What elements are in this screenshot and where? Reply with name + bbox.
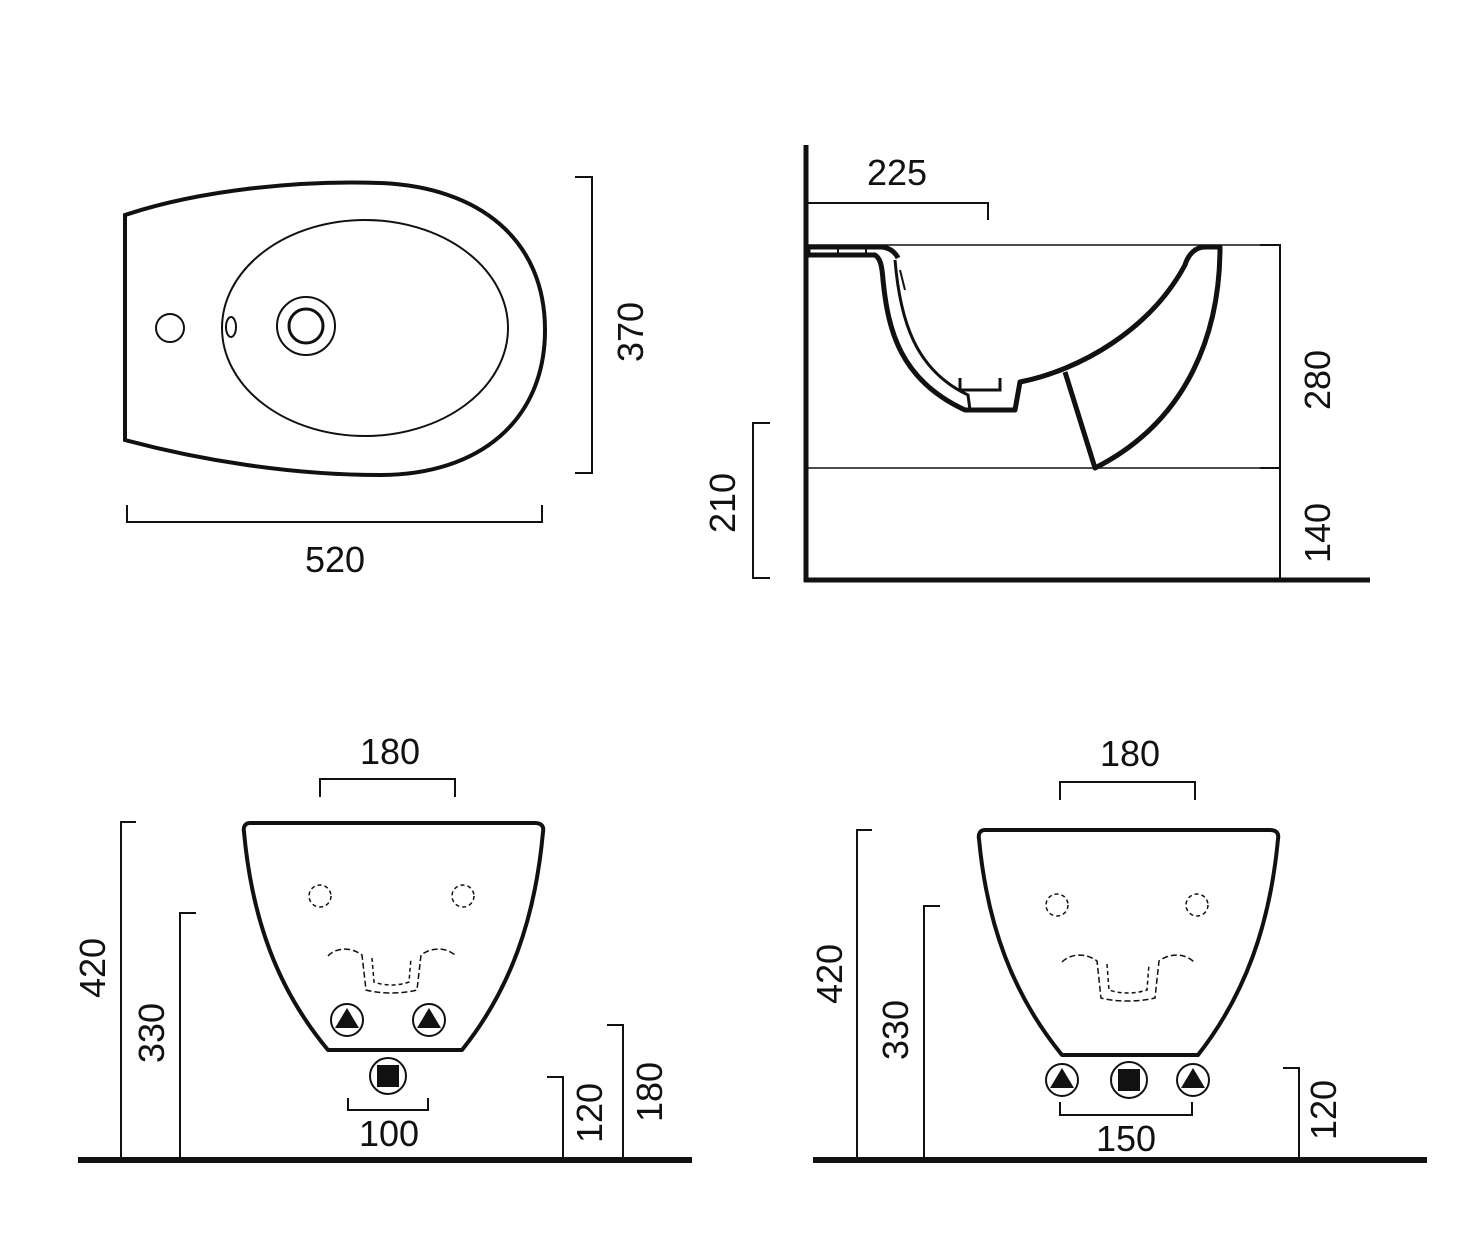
dim-line-120-b — [1283, 1067, 1300, 1158]
dim-label-180-top-b: 180 — [1100, 733, 1160, 774]
square-icon-a — [377, 1065, 399, 1087]
fixing-hole-right-b — [1185, 893, 1209, 917]
drain-inner — [287, 307, 325, 345]
front-view-b: 180 150 420 330 120 — [809, 733, 1427, 1163]
side-view-overflow-channel — [899, 269, 906, 291]
side-view-wall-spigot — [837, 245, 867, 255]
dim-label-100: 100 — [359, 1113, 419, 1154]
hidden-drain-outline-b — [1061, 954, 1195, 1002]
dim-line-120-a — [547, 1076, 564, 1158]
inlet-right-b — [1176, 1063, 1210, 1097]
dim-label-420-a: 420 — [72, 938, 113, 998]
dim-line-225 — [808, 202, 989, 220]
hidden-drain-inner-a — [371, 957, 412, 986]
dim-label-180-top-a: 180 — [360, 731, 420, 772]
triangle-icon-left-a — [335, 1008, 359, 1028]
dim-label-150: 150 — [1096, 1118, 1156, 1159]
dim-line-180-top-a — [319, 778, 456, 797]
inlet-left-a — [330, 1003, 364, 1037]
dim-label-180-side-a: 180 — [629, 1062, 670, 1122]
waste-outlet-b — [1110, 1061, 1148, 1099]
dim-label-140: 140 — [1297, 503, 1338, 563]
dim-label-370: 370 — [610, 302, 651, 362]
dim-line-210 — [752, 422, 770, 579]
dim-line-180-side-a — [607, 1024, 624, 1158]
overflow-slot — [225, 316, 237, 338]
side-view-rim — [808, 244, 901, 260]
triangle-icon-left-b — [1050, 1068, 1074, 1088]
dim-line-180-top-b — [1059, 781, 1196, 800]
front-a-outline — [241, 821, 546, 1052]
dim-label-280: 280 — [1297, 350, 1338, 410]
side-view-outer-body — [805, 244, 1223, 471]
dim-line-330-a — [179, 912, 196, 1158]
tap-hole — [155, 313, 185, 343]
waste-outlet-a — [369, 1057, 407, 1095]
dim-label-120-b: 120 — [1303, 1080, 1344, 1140]
dim-line-150 — [1059, 1102, 1193, 1116]
side-view-bowl-floor — [958, 378, 1002, 392]
hidden-drain-outline-a — [327, 948, 457, 994]
front-b-outline — [976, 828, 1281, 1057]
square-icon-b — [1118, 1069, 1140, 1091]
triangle-icon-right-a — [417, 1008, 441, 1028]
inlet-right-a — [412, 1003, 446, 1037]
dim-label-420-b: 420 — [809, 944, 850, 1004]
fixing-hole-left-b — [1045, 893, 1069, 917]
dim-label-330-b: 330 — [875, 1000, 916, 1060]
drain-outer — [276, 296, 336, 356]
top-view-outline — [123, 180, 548, 478]
hidden-drain-inner-b — [1106, 963, 1150, 994]
inlet-left-b — [1045, 1063, 1079, 1097]
top-view: 520 370 — [123, 176, 651, 580]
dim-line-280 — [1260, 244, 1281, 469]
dim-label-520: 520 — [305, 539, 365, 580]
dim-label-120-a: 120 — [569, 1083, 610, 1143]
dim-line-420-b — [856, 829, 872, 1158]
dim-line-370 — [575, 176, 593, 474]
fixing-hole-left-a — [308, 884, 332, 908]
front-view-a: 180 100 420 330 120 180 — [72, 731, 692, 1163]
dim-label-210: 210 — [702, 473, 743, 533]
side-view: 225 280 140 210 — [702, 145, 1370, 583]
dim-line-420-a — [120, 821, 136, 1158]
dim-label-330-a: 330 — [131, 1003, 172, 1063]
dim-line-100 — [347, 1098, 429, 1111]
top-view-bowl — [221, 219, 509, 437]
fixing-hole-right-a — [451, 884, 475, 908]
dim-line-330-b — [923, 905, 940, 1158]
dim-label-225: 225 — [867, 152, 927, 193]
triangle-icon-right-b — [1181, 1068, 1205, 1088]
dim-line-520 — [126, 505, 543, 523]
